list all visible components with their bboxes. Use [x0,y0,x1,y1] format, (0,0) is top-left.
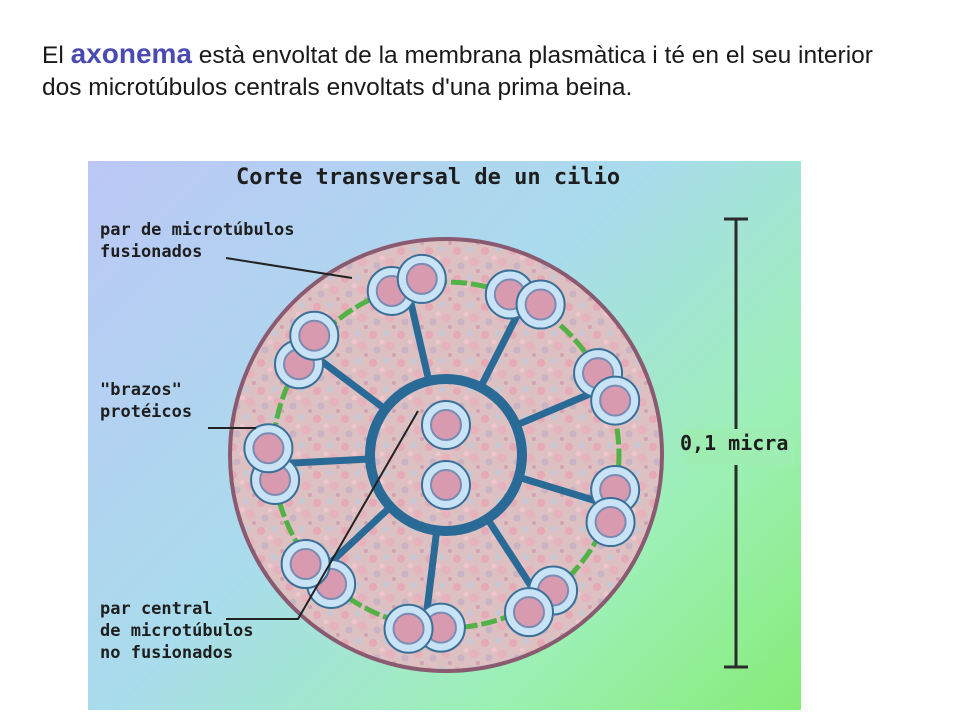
label-line: par de microtúbulos [100,220,295,240]
radial-spoke [404,287,433,385]
radial-spoke [483,515,541,600]
scale-bar [684,217,794,669]
caption-text: El axonema està envoltat de la membrana … [42,38,912,104]
label-line: par central [100,599,213,619]
label-line: fusionados [100,242,203,262]
figure-title: Corte transversal de un cilio [236,165,621,190]
outer-doublet [503,565,579,638]
microtubule-b [243,423,294,474]
label-line: protéicos [100,402,193,422]
microtubule-b [383,603,434,654]
microtubule-b [289,310,340,361]
outer-doublet [366,253,447,317]
outer-doublet [383,602,466,654]
caption-after: està envoltat de la membrana plasmàtica … [42,42,873,101]
radial-spoke [422,526,441,626]
outer-doublet [573,348,641,426]
central-microtubule [421,400,471,450]
microtubule-b [503,587,554,638]
microtubule-b [280,539,331,590]
label-protein-arms: "brazos"protéicos [100,379,192,423]
caption-keyword: axonema [70,38,192,69]
radial-spoke [274,455,374,468]
radial-spoke [308,350,389,413]
cilium-diagram [208,217,794,673]
radial-spokes [274,287,611,626]
central-microtubule [421,460,471,510]
microtubule-b [590,375,641,426]
cilium-cross-section-figure: Corte transversal de un cilio par de mic… [88,161,801,710]
label-line: "brazos" [100,380,182,400]
scale-label: 0,1 micra [680,431,789,455]
microtubule-b [396,253,447,304]
label-line: no fusionados [100,643,234,663]
outer-doublet [484,269,566,330]
microtubule-b [515,279,566,330]
radial-spoke [515,473,611,508]
radial-spoke [319,503,394,574]
label-leaders [208,257,419,620]
label-line: de microtúbulos [100,621,254,641]
radial-spoke [512,385,605,429]
central-sheath [365,374,527,536]
central-pair [421,400,471,510]
outer-doublet [585,464,641,548]
microtubule-b [585,497,636,548]
outer-doublets [243,253,641,654]
radial-spoke [477,301,526,391]
caption-before: El [42,42,71,69]
outer-doublet [243,423,301,505]
outer-doublet [274,310,340,390]
